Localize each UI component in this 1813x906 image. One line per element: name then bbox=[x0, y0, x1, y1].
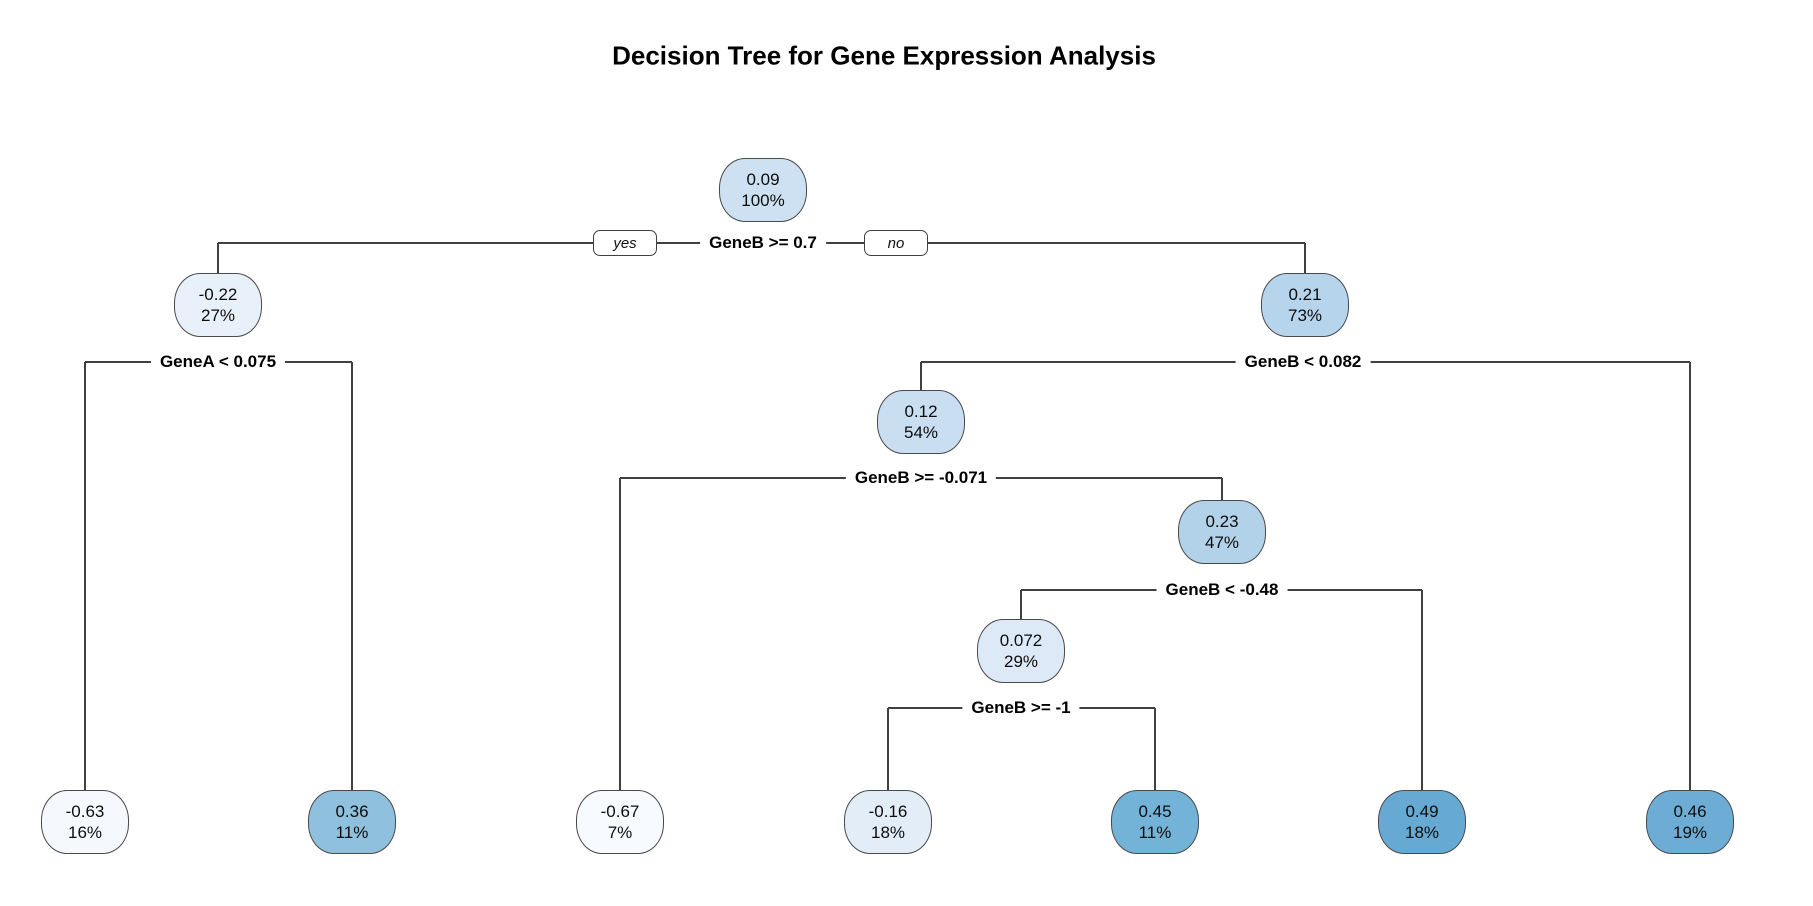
node-value: -0.22 bbox=[198, 285, 238, 304]
node-percent: 18% bbox=[870, 823, 906, 842]
leaf-node-3: -0.67 7% bbox=[576, 790, 664, 854]
branch-line-group bbox=[84, 242, 1691, 790]
leaf-node-6: 0.49 18% bbox=[1378, 790, 1466, 854]
split-label-geneb-mid: GeneB >= -0.071 bbox=[845, 467, 997, 489]
split-label-root: GeneB >= 0.7 bbox=[700, 232, 826, 254]
node-value: 0.072 bbox=[999, 631, 1043, 650]
leaf-node-2: 0.36 11% bbox=[308, 790, 396, 854]
node-percent: 54% bbox=[903, 423, 939, 442]
edge-label-yes: yes bbox=[593, 230, 657, 256]
node-percent: 18% bbox=[1404, 823, 1440, 842]
node-percent: 27% bbox=[200, 306, 236, 325]
tree-node-left: -0.22 27% bbox=[174, 273, 262, 337]
node-value: -0.16 bbox=[868, 802, 908, 821]
node-value: 0.12 bbox=[904, 402, 938, 421]
node-percent: 16% bbox=[67, 823, 103, 842]
node-percent: 7% bbox=[607, 823, 633, 842]
leaf-node-5: 0.45 11% bbox=[1111, 790, 1199, 854]
node-percent: 11% bbox=[335, 823, 369, 842]
split-label-geneb-lower: GeneB < -0.48 bbox=[1156, 579, 1288, 601]
node-value: 0.45 bbox=[1138, 802, 1172, 821]
node-value: 0.09 bbox=[746, 170, 780, 189]
node-percent: 29% bbox=[1003, 652, 1039, 671]
edge-label-no: no bbox=[864, 230, 928, 256]
node-value: 0.23 bbox=[1205, 512, 1239, 531]
node-percent: 47% bbox=[1204, 533, 1240, 552]
leaf-node-7: 0.46 19% bbox=[1646, 790, 1734, 854]
split-label-geneb-bottom: GeneB >= -1 bbox=[962, 697, 1080, 719]
node-value: -0.63 bbox=[65, 802, 105, 821]
node-percent: 100% bbox=[741, 191, 785, 210]
split-label-geneb-right: GeneB < 0.082 bbox=[1235, 351, 1371, 373]
node-percent: 19% bbox=[1672, 823, 1708, 842]
node-value: 0.36 bbox=[335, 802, 369, 821]
plot-title: Decision Tree for Gene Expression Analys… bbox=[612, 40, 1156, 71]
node-value: -0.67 bbox=[600, 802, 640, 821]
node-value: 0.49 bbox=[1405, 802, 1439, 821]
leaf-node-1: -0.63 16% bbox=[41, 790, 129, 854]
node-value: 0.21 bbox=[1288, 285, 1322, 304]
node-percent: 11% bbox=[1138, 823, 1172, 842]
leaf-node-4: -0.16 18% bbox=[844, 790, 932, 854]
tree-node-rlrl: 0.072 29% bbox=[977, 619, 1065, 683]
tree-node-right-left: 0.12 54% bbox=[877, 390, 965, 454]
tree-node-right: 0.21 73% bbox=[1261, 273, 1349, 337]
tree-node-root: 0.09 100% bbox=[719, 158, 807, 222]
split-label-genea-left: GeneA < 0.075 bbox=[150, 351, 286, 373]
node-percent: 73% bbox=[1287, 306, 1323, 325]
tree-node-right-left-right: 0.23 47% bbox=[1178, 500, 1266, 564]
node-value: 0.46 bbox=[1673, 802, 1707, 821]
